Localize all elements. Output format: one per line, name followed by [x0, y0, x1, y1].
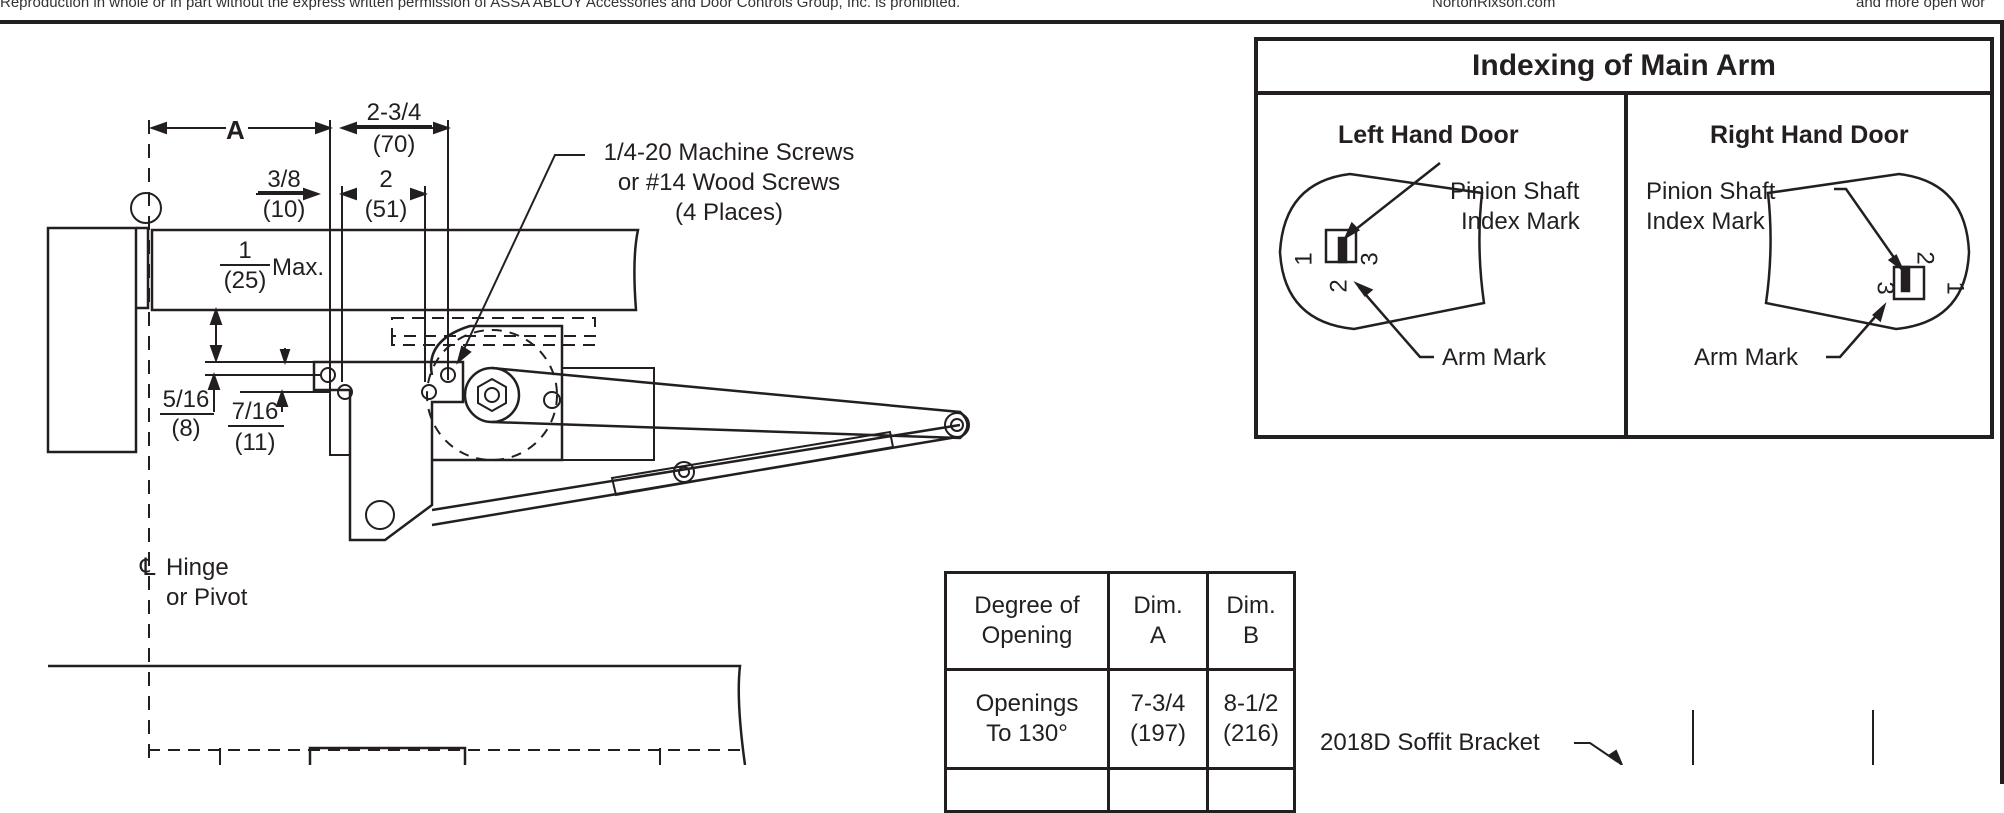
centerline-symbol: ℄ — [140, 554, 156, 581]
pinion — [463, 366, 521, 424]
screws-callout-2: or #14 Wood Screws — [617, 169, 841, 196]
page-frame — [0, 24, 2004, 784]
right-hand-heading: Right Hand Door — [1710, 121, 1909, 149]
dim-2: 2 — [379, 166, 393, 193]
right-pinion-label-1: Pinion Shaft — [1646, 178, 1776, 205]
left-hand-heading: Left Hand Door — [1338, 121, 1519, 149]
screws-callout-3: (4 Places) — [674, 199, 784, 226]
main-arm — [491, 366, 969, 440]
table-header-cell: Dim.A — [1107, 571, 1209, 671]
dim-10: (10) — [262, 196, 306, 223]
mounting-bracket — [312, 360, 465, 542]
left-arm-mark-label: Arm Mark — [1442, 344, 1546, 371]
right-index-3: 3 — [1871, 281, 1899, 295]
dim-11: (11) — [234, 429, 276, 456]
table-header-cell: Dim.B — [1206, 571, 1296, 671]
hinge-pin — [130, 192, 162, 224]
left-index-1: 1 — [1290, 252, 1318, 266]
indexing-title: Indexing of Main Arm — [1258, 41, 1990, 95]
header-rule — [0, 20, 2004, 24]
hinge-label-2: or Pivot — [166, 584, 248, 611]
website-text: NortonRixson.com — [1432, 0, 1556, 11]
header-strip: Reproduction in whole or in part without… — [0, 0, 2004, 22]
dim-max: Max. — [272, 254, 325, 281]
left-pinion-label-1: Pinion Shaft — [1450, 178, 1580, 205]
dim-7-16: 7/16 — [231, 398, 279, 425]
hinge-label-1: Hinge — [166, 554, 229, 581]
right-arm-mark-label: Arm Mark — [1694, 344, 1798, 371]
tagline-text: and more open wor — [1856, 0, 1986, 11]
table-cell: 8-1/2(216) — [1206, 668, 1296, 770]
left-arm-outline — [1278, 172, 1486, 331]
dim-3-8: 3/8 — [267, 166, 301, 193]
dim-1: 1 — [238, 237, 252, 264]
slide-track — [610, 430, 895, 497]
left-index-2: 2 — [1325, 279, 1353, 293]
dim-8: (8) — [171, 415, 201, 442]
dim-51: (51) — [364, 196, 408, 223]
legal-text: Reproduction in whole or in part without… — [0, 0, 961, 11]
right-index-1: 1 — [1941, 281, 1969, 295]
table-row — [944, 767, 1296, 813]
left-pinion-label-2: Index Mark — [1461, 208, 1580, 235]
indexing-divider — [1624, 95, 1628, 439]
door-lower — [48, 664, 747, 765]
indexing-diagram — [1278, 162, 1971, 359]
dim-2-3-4: 2-3/4 — [366, 99, 422, 126]
soffit-bracket-label: 2018D Soffit Bracket — [1320, 729, 1540, 756]
right-index-2: 2 — [1911, 251, 1939, 265]
dim-a-label: A — [226, 115, 245, 145]
right-arm-outline — [1764, 172, 1971, 331]
right-pinion-label-2: Index Mark — [1646, 208, 1765, 235]
screws-callout-1: 1/4-20 Machine Screws — [603, 139, 855, 166]
door-top — [150, 228, 640, 312]
dim-70: (70) — [372, 131, 416, 158]
table-cell: 7-3/4(197) — [1107, 668, 1209, 770]
left-index-3: 3 — [1356, 252, 1384, 266]
door-frame — [46, 226, 138, 454]
indexing-panel: Indexing of Main Arm Left Hand Door Righ… — [1254, 37, 1994, 439]
dim-5-16: 5/16 — [162, 386, 210, 413]
closer-body — [429, 324, 564, 462]
installation-drawing — [46, 120, 1874, 765]
dim-25: (25) — [223, 267, 267, 294]
